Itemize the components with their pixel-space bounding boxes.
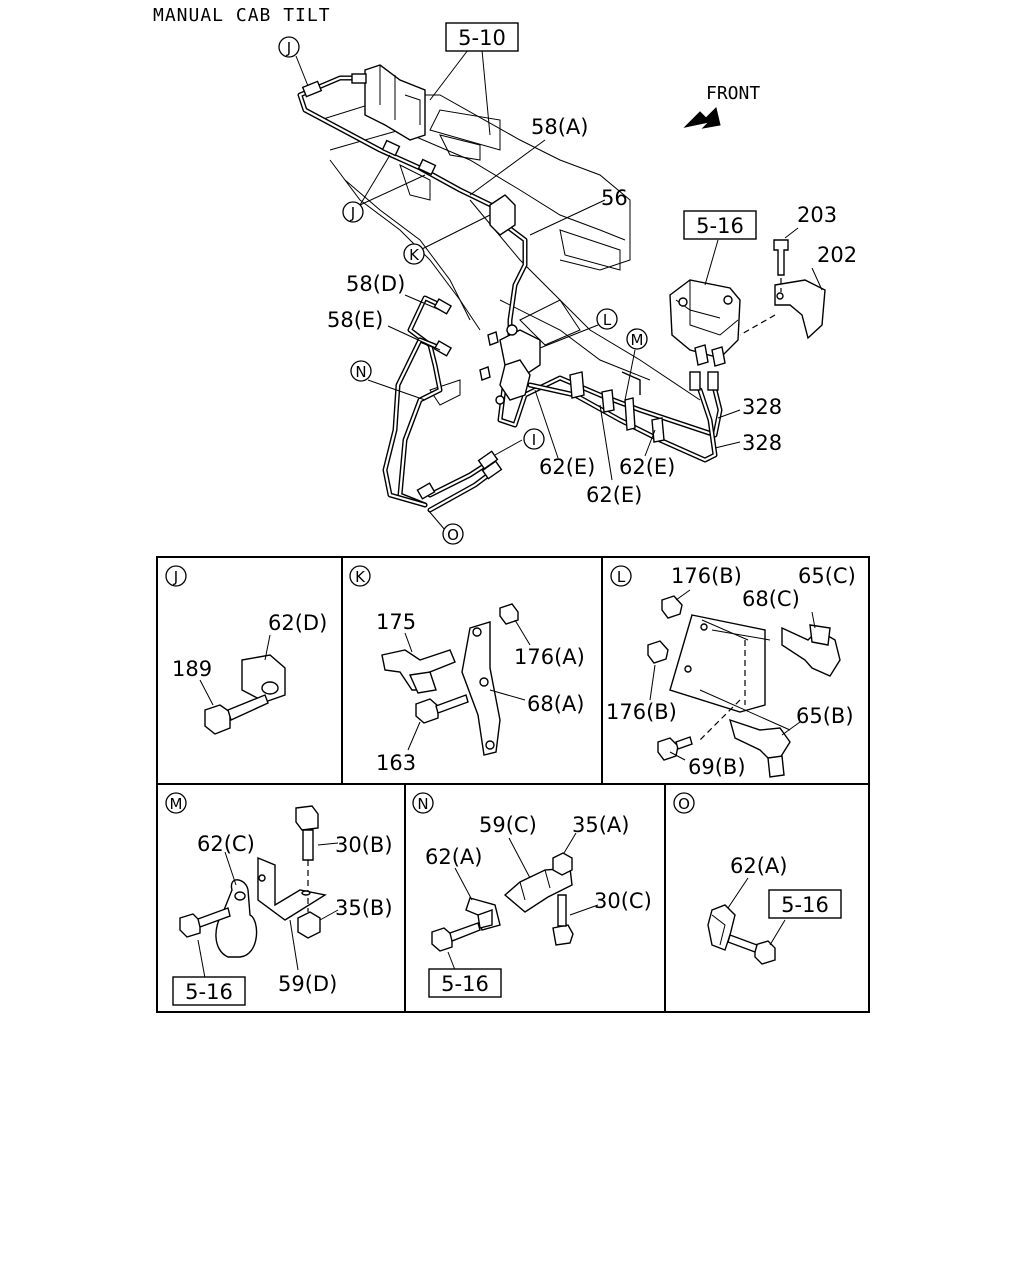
callout-n: N — [355, 363, 366, 381]
label-328-upper: 328 — [742, 395, 782, 419]
ref-box-5-10 — [445, 22, 519, 52]
label-68c: 68(C) — [742, 587, 800, 611]
label-62a-n: 62(A) — [425, 845, 482, 869]
label-176a: 176(A) — [514, 645, 585, 669]
ref-5-16-m: 5-16 — [185, 980, 233, 1004]
label-62c: 62(C) — [197, 832, 255, 856]
front-label: FRONT — [706, 83, 760, 104]
detail-n: N 59(C) 35(A) 62(A) 30(C) 5-16 — [412, 792, 652, 998]
label-69b: 69(B) — [688, 755, 746, 779]
main-part-labels: 58(A) 56 203 202 58(D) 58(E) 328 328 62(… — [327, 115, 857, 507]
detail-n-letter: N — [417, 795, 428, 813]
detail-l: L 176(B) 65(C) 68(C) 176(B) 65(B) 69(B) — [606, 564, 856, 779]
callout-j-lower: J — [350, 204, 355, 222]
label-62d: 62(D) — [268, 611, 327, 635]
ref-5-16-n: 5-16 — [441, 972, 489, 996]
callout-m: M — [631, 331, 644, 349]
ref-5-10: 5-10 — [458, 26, 506, 50]
label-62e-left: 62(E) — [539, 455, 595, 479]
bracket-5-10 — [364, 49, 491, 141]
label-163: 163 — [376, 751, 416, 775]
bracket-202 — [739, 227, 826, 340]
label-30b: 30(B) — [335, 833, 393, 857]
ref-5-16-o: 5-16 — [781, 893, 829, 917]
leader-lines — [295, 55, 741, 531]
label-56: 56 — [601, 186, 628, 210]
label-203: 203 — [797, 203, 837, 227]
label-59c: 59(C) — [479, 813, 537, 837]
label-65c: 65(C) — [798, 564, 856, 588]
front-arrow: FRONT — [683, 83, 760, 129]
label-30c: 30(C) — [594, 889, 652, 913]
label-62a-o: 62(A) — [730, 854, 787, 878]
callout-k: K — [409, 246, 420, 264]
label-35a: 35(A) — [572, 813, 629, 837]
label-65b: 65(B) — [796, 704, 854, 728]
label-35b: 35(B) — [335, 896, 393, 920]
callout-letters: J J K L M N I O — [278, 36, 648, 545]
pipe-clamps — [569, 371, 665, 443]
detail-m-letter: M — [170, 795, 183, 813]
label-62e-right: 62(E) — [619, 455, 675, 479]
callout-o: O — [447, 526, 459, 544]
detail-k-letter: K — [355, 568, 366, 586]
ref-box-5-16-n — [428, 968, 502, 998]
label-176b-bottom: 176(B) — [606, 700, 677, 724]
detail-j-letter: J — [173, 568, 178, 586]
label-176b-top: 176(B) — [671, 564, 742, 588]
label-202: 202 — [817, 243, 857, 267]
label-58a: 58(A) — [531, 115, 588, 139]
pipe-fittings — [301, 73, 719, 500]
label-59d: 59(D) — [278, 972, 337, 996]
label-189: 189 — [172, 657, 212, 681]
junction-block — [479, 194, 541, 405]
detail-l-letter: L — [617, 568, 626, 586]
ref-box-5-16-main — [683, 210, 757, 240]
ref-box-5-16-o — [768, 889, 842, 919]
label-68a: 68(A) — [527, 692, 584, 716]
detail-grid — [156, 556, 870, 1013]
callout-i: I — [532, 431, 536, 449]
main-assembly: FRONT 5-10 5-16 — [278, 22, 857, 545]
label-58d: 58(D) — [346, 272, 405, 296]
diagram-title: MANUAL CAB TILT — [153, 5, 331, 26]
label-175: 175 — [376, 610, 416, 634]
ref-box-5-16-m — [172, 976, 246, 1006]
detail-j: J 62(D) 189 — [165, 565, 327, 735]
detail-o-letter: O — [678, 795, 690, 813]
valve-5-16 — [669, 239, 741, 367]
detail-o: O 62(A) 5-16 — [673, 792, 842, 965]
callout-l: L — [603, 311, 612, 329]
label-58e: 58(E) — [327, 308, 383, 332]
ref-5-16-main: 5-16 — [696, 214, 744, 238]
callout-j-top: J — [286, 39, 291, 57]
label-62e-bottom: 62(E) — [586, 483, 642, 507]
label-328-lower: 328 — [742, 431, 782, 455]
detail-m: M 62(C) 30(B) 35(B) 59(D) 5-16 — [165, 792, 393, 1006]
detail-k: K 175 176(A) 68(A) 163 — [349, 565, 585, 775]
